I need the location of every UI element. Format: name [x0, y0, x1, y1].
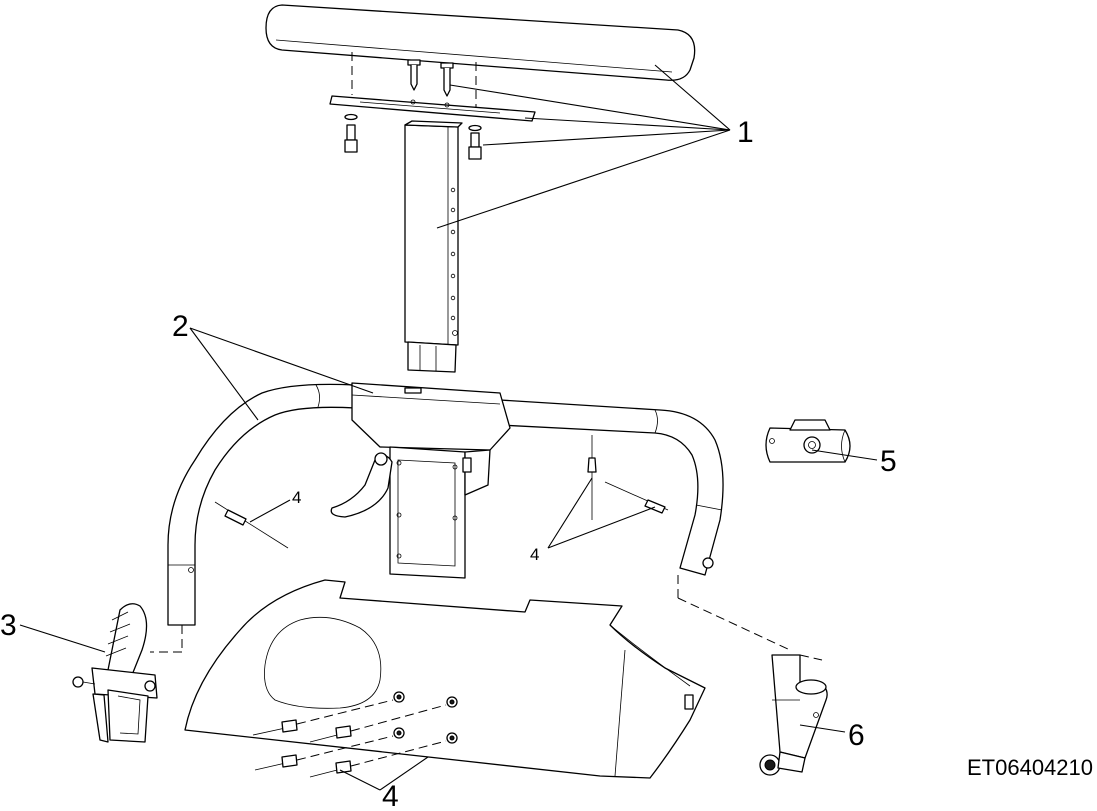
leader-lines	[19, 64, 878, 791]
mounting-plate	[329, 95, 536, 122]
bolts	[344, 113, 482, 160]
callout-5: 5	[880, 445, 897, 478]
callout-4-upper-left: 4	[292, 488, 301, 507]
callout-4-upper-right: 4	[530, 545, 539, 564]
callout-3: 3	[0, 609, 17, 642]
side-cover-panel	[184, 579, 706, 779]
callout-1: 1	[737, 116, 754, 149]
screws	[407, 59, 454, 97]
pivot-mount	[759, 654, 828, 776]
callout-2: 2	[172, 310, 189, 343]
clamp	[765, 419, 851, 463]
rivets	[214, 435, 669, 778]
drawing-code: ET06404210	[967, 755, 1093, 780]
armrest-pad	[265, 4, 696, 81]
callout-4-lower: 4	[382, 780, 399, 811]
callout-6: 6	[848, 719, 865, 752]
brake-lever	[72, 603, 158, 743]
trigger-lever	[330, 452, 393, 518]
center-bracket	[351, 382, 511, 579]
armrest-post	[404, 120, 463, 373]
